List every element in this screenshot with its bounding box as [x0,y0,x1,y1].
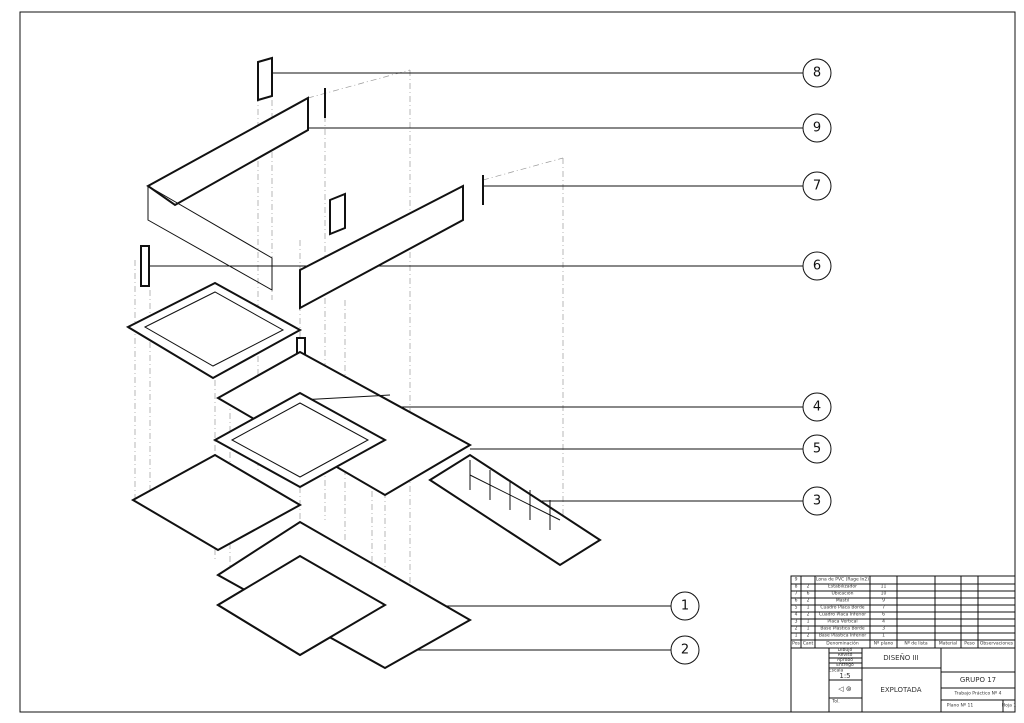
parts-list-cell: 2 [807,598,810,604]
balloon-2: 2 [670,635,700,665]
balloon-8: 8 [802,58,832,88]
parts-list-cell: Cuadro Placa Inferior [819,612,866,618]
parts-list-header: Pos [792,641,800,647]
svg-text:Aprobó: Aprobó [837,656,853,663]
parts-list-cell: 1 [795,633,798,639]
svg-text:4: 4 [813,400,821,415]
balloon-9: 9 [802,113,832,143]
parts-list-cell: Ubicación [832,590,854,597]
svg-text:Tol.: Tol. [831,699,839,705]
svg-text:Trabajo Práctico Nº 4: Trabajo Práctico Nº 4 [954,690,1002,697]
parts-list-header: Observaciones [980,641,1014,647]
parts-list-cell: 9 [882,598,885,604]
parts-list-cell: 1 [807,605,810,611]
parts-list-header: Material [939,641,957,647]
balloon-5: 5 [802,434,832,464]
parts-list-cell: 10 [881,591,887,597]
svg-text:6: 6 [813,259,821,274]
part-3-vertical-plate [428,453,602,567]
svg-text:8: 8 [813,66,821,81]
parts-list-header: Peso [964,641,975,647]
balloon-1: 1 [670,591,700,621]
parts-list-cell: Cuadro Placa Borde [820,605,864,611]
parts-list-cell: 8 [795,584,798,590]
svg-text:Hoja 1: Hoja 1 [1002,703,1017,709]
parts-list-header: Nº plano [874,641,894,647]
svg-text:5: 5 [813,442,821,457]
parts-list-header: Cant [803,641,814,647]
svg-text:Escala: Escala [829,668,844,674]
svg-text:◁ ⊚: ◁ ⊚ [838,685,852,693]
parts-list-cell: 9 [795,577,798,583]
svg-text:1: 1 [681,599,689,614]
parts-list-cell: 2 [807,633,810,639]
svg-text:GRUPO 17: GRUPO 17 [960,676,996,684]
parts-list-cell: 1 [807,619,810,625]
parts-list-cell: Base Plástica Borde [820,625,865,632]
parts-list-cell: Lona de PVC (Rage In2) [816,577,869,583]
parts-list-cell: 6 [882,612,885,618]
parts-list-cell: 5 [795,605,798,611]
sheet-border [19,11,1016,713]
parts-list-cell: 4 [882,619,885,625]
parts-list-cell: Mástil [836,597,849,604]
parts-list-cell: 4 [795,612,798,618]
balloons: 8 9 7 6 4 5 3 1 2 [670,58,832,665]
svg-text:1:5: 1:5 [839,672,850,680]
parts-list-header: Denominación [826,640,859,647]
svg-text:Revisó: Revisó [838,651,853,658]
parts-list-cell: 7 [882,605,885,611]
parts-list-cell: Base Plástica Inferior [819,632,867,639]
parts-list-cell: 3 [795,619,798,625]
svg-text:3: 3 [813,494,821,509]
part-2-base-border [216,520,473,670]
svg-text:9: 9 [813,121,821,136]
parts-list-cell: 2 [807,584,810,590]
svg-text:7: 7 [813,179,821,194]
title-block: Dibujó Revisó Aprobó Entregó DISEÑO III … [790,646,1017,713]
construction-lines [134,69,564,650]
parts-list-cell: 6 [807,591,810,597]
parts-list-cell: 1 [807,626,810,632]
parts-list-cell: 3 [882,626,885,632]
svg-text:EXPLOTADA: EXPLOTADA [880,686,921,694]
parts-list-cell: 2 [795,626,798,632]
parts-list-cell: 7 [795,591,798,597]
svg-text:DISEÑO III: DISEÑO III [883,653,919,662]
parts-list-cell: Placa Vertical [827,619,857,625]
parts-list-cell: 6 [795,598,798,604]
balloon-4: 4 [802,392,832,422]
parts-list-cell: 11 [881,584,887,590]
balloon-3: 3 [802,486,832,516]
parts-list-cell: Estabilizador [828,584,857,590]
svg-text:2: 2 [681,643,689,658]
part-4-lower-frame [125,281,473,497]
parts-list-cell: 1 [882,633,885,639]
balloon-7: 7 [802,171,832,201]
balloon-6: 6 [802,251,832,281]
parts-list-cell: 2 [807,612,810,618]
parts-list-header: Nº de lista [904,641,928,647]
svg-text:Dibujó: Dibujó [838,646,853,653]
svg-text:Plano Nº 11: Plano Nº 11 [947,703,974,709]
svg-text:Entregó: Entregó [836,661,854,668]
leader-lines [148,72,803,651]
part-9-canopy [146,88,484,310]
part-8-stabilizer [257,56,273,102]
